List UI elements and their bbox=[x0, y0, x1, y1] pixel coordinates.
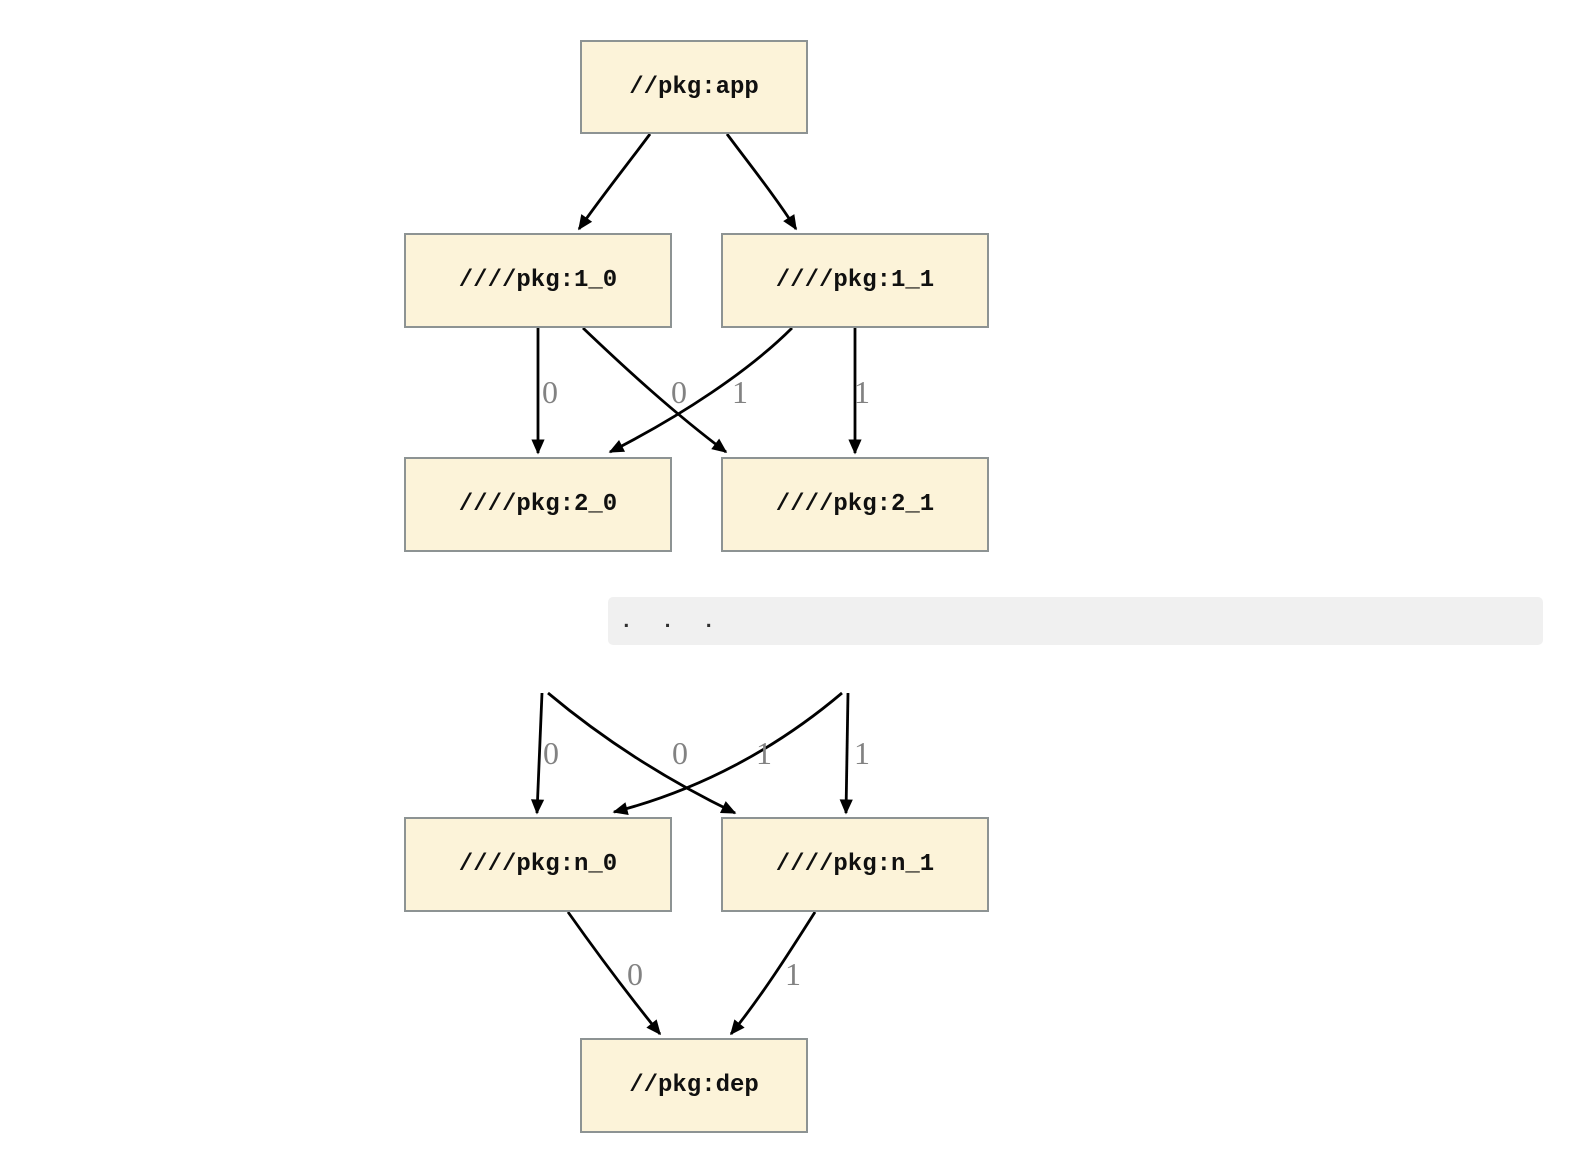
edge-1_0-to-2_1 bbox=[582, 326, 728, 454]
edge-label-1_0-to-2_0: 0 bbox=[542, 374, 558, 410]
edge-label-hidden0-to-n_1: 0 bbox=[672, 735, 688, 771]
edge-label-hidden1-to-n_1: 1 bbox=[854, 735, 870, 771]
edge-label-hidden1-to-n_0: 1 bbox=[756, 735, 772, 771]
node-pkg-2_1: ////pkg:2_1 bbox=[721, 457, 989, 552]
edge-label-n_0-to-dep: 0 bbox=[627, 956, 643, 992]
edge-n_1-to-dep bbox=[729, 911, 817, 1036]
edge-label-1_1-to-2_1: 1 bbox=[854, 374, 870, 410]
node-pkg-1_1: ////pkg:1_1 bbox=[721, 233, 989, 328]
node-pkg-app: //pkg:app bbox=[580, 40, 808, 134]
edge-label-hidden0-to-n_0: 0 bbox=[543, 735, 559, 771]
edge-hidden0-to-n_0 bbox=[530, 692, 545, 815]
edge-hidden1-to-n_1 bbox=[839, 692, 853, 815]
node-pkg-2_0: ////pkg:2_0 bbox=[404, 457, 672, 552]
ellipsis-dots: . . . bbox=[620, 611, 724, 634]
node-pkg-n_1: ////pkg:n_1 bbox=[721, 817, 989, 912]
edge-app-to-1_0 bbox=[577, 133, 652, 231]
node-pkg-1_0: ////pkg:1_0 bbox=[404, 233, 672, 328]
edge-label-1_0-to-2_1: 0 bbox=[671, 374, 687, 410]
edge-hidden0-to-n_1 bbox=[547, 691, 737, 815]
edge-app-to-1_1 bbox=[725, 133, 798, 231]
edge-label-n_1-to-dep: 1 bbox=[785, 956, 801, 992]
ellipsis-bar: . . . bbox=[608, 597, 1543, 645]
edge-1_1-to-2_0 bbox=[608, 327, 793, 454]
edge-hidden1-to-n_0 bbox=[612, 691, 843, 816]
node-pkg-n_0: ////pkg:n_0 bbox=[404, 817, 672, 912]
edge-n_0-to-dep bbox=[566, 911, 662, 1036]
node-pkg-dep: //pkg:dep bbox=[580, 1038, 808, 1133]
edge-label-1_1-to-2_0: 1 bbox=[732, 374, 748, 410]
